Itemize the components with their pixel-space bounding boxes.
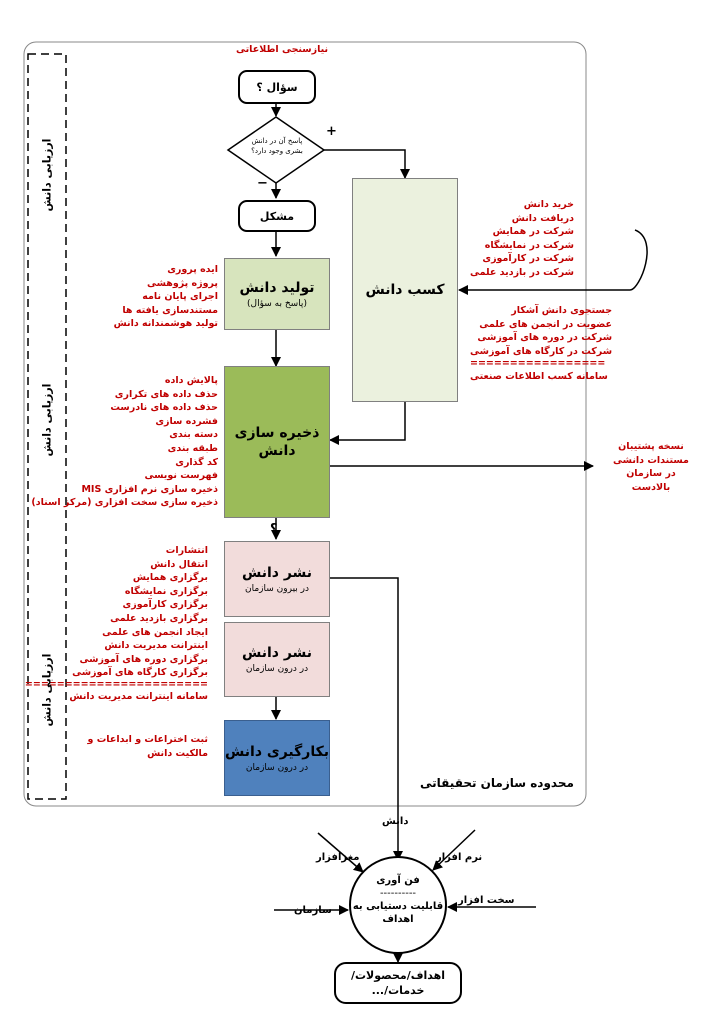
hardware-label: سخت افزار bbox=[458, 895, 515, 906]
label-line: دسته بندی bbox=[169, 429, 218, 441]
label-line: برگزاری همایش bbox=[132, 572, 208, 584]
label-line: ایده پروری bbox=[167, 264, 218, 275]
evaluation-label-bottom: ارزیابی دانش bbox=[40, 653, 54, 727]
application-activities: ثبت اختراعات و ابداعات و مالکیت دانش bbox=[88, 733, 208, 760]
label-line: حذف داده های نادرست bbox=[110, 402, 218, 414]
label-line: شرکت در نمایشگاه bbox=[484, 239, 574, 251]
brainware-label: مغزافزار bbox=[316, 852, 360, 863]
label-line: شرکت در دوره های آموزشی bbox=[477, 332, 613, 344]
software-label: نرم افزار bbox=[436, 852, 483, 863]
production-title: تولید دانش bbox=[239, 279, 315, 296]
label-line: برگزاری کارآموزی bbox=[122, 599, 208, 611]
label-line: پروژه پژوهشی bbox=[146, 277, 218, 289]
publish-external-subtitle: در بیرون سازمان bbox=[244, 583, 310, 594]
knowledge-input-label: دانش bbox=[382, 816, 409, 827]
knowledge-production-box: تولید دانش (پاسخ به سؤال) bbox=[224, 258, 330, 330]
organization-boundary bbox=[23, 41, 587, 807]
label-line: دریافت دانش bbox=[511, 212, 574, 224]
label-line: ذخیره سازی سخت افزاری (مرکز اسناد) bbox=[31, 497, 218, 509]
evaluation-label-top: ارزیابی دانش bbox=[40, 138, 54, 212]
acquisition-activities-2: جستجوی دانش آشکار عضویت در انجمن های علمی… bbox=[470, 304, 612, 358]
label-line: حذف داده های تکراری bbox=[114, 388, 218, 400]
question-node: سؤال ؟ bbox=[238, 70, 316, 104]
knowledge-storage-box: ذخیره سازی دانش bbox=[224, 366, 330, 518]
publish-external-title: نشر دانش bbox=[241, 564, 313, 581]
technology-dashes: ---------- bbox=[379, 888, 417, 899]
label-line: انتقال دانش bbox=[150, 558, 208, 570]
goals-line-1: اهداف/محصولات/ bbox=[350, 969, 446, 982]
storage-title-2: دانش bbox=[258, 443, 296, 459]
storage-activities: پالایش داده حذف داده های تکراری حذف داده ه… bbox=[31, 374, 218, 510]
publish-system-label: سامانه اینترانت مدیریت دانش bbox=[69, 691, 208, 702]
label-line: شرکت در کارگاه های آموزشی bbox=[470, 345, 613, 357]
evaluation-label-middle: ارزیابی دانش bbox=[40, 383, 54, 457]
label-line: جستجوی دانش آشکار bbox=[511, 305, 613, 316]
label-line: عضویت در انجمن های علمی bbox=[479, 318, 613, 330]
problem-node: مشکل bbox=[238, 200, 316, 232]
acquisition-divider: ================= bbox=[470, 358, 606, 369]
label-line: ذخیره سازی نرم افزاری MIS bbox=[81, 483, 218, 495]
storage-title-1: ذخیره سازی bbox=[234, 425, 320, 441]
decision-line-2: بشری وجود دارد؟ bbox=[251, 147, 303, 155]
application-title: بکارگیری دانش bbox=[224, 743, 329, 760]
label-line: برگزاری کارگاه های آموزشی bbox=[72, 667, 208, 679]
label-line: برگزاری نمایشگاه bbox=[124, 585, 208, 597]
label-line: فهرست نویسی bbox=[144, 470, 218, 482]
application-subtitle: در درون سازمان bbox=[245, 762, 309, 773]
label-line: نسخه پشتیبان bbox=[618, 441, 684, 452]
label-line: اینترانت مدیریت دانش bbox=[104, 640, 208, 652]
label-line: پالایش داده bbox=[164, 375, 218, 386]
acquisition-title: کسب دانش bbox=[365, 282, 445, 298]
acquisition-system-label: سامانه کسب اطلاعات صنعتی bbox=[470, 371, 608, 382]
publish-internal-title: نشر دانش bbox=[241, 645, 313, 661]
plus-sign: + bbox=[326, 124, 337, 139]
label-line: خرید دانش bbox=[523, 199, 574, 210]
production-subtitle: (پاسخ به سؤال) bbox=[247, 298, 307, 309]
label-line: تولید هوشمندانه دانش bbox=[113, 318, 218, 330]
decision-line-1: پاسخ آن در دانش bbox=[251, 137, 303, 145]
label-line: ایجاد انجمن های علمی bbox=[102, 626, 208, 638]
publish-divider: ======================= bbox=[24, 679, 208, 690]
needs-assessment-label: نیازسنجی اطلاعاتی bbox=[236, 44, 329, 55]
publish-internal-box: نشر دانش در درون سازمان bbox=[224, 622, 330, 697]
publish-internal-subtitle: در درون سازمان bbox=[245, 664, 309, 674]
label-line: برگزاری دوره های آموزشی bbox=[79, 653, 208, 665]
technology-line-1: قابلیت دستیابی به bbox=[352, 901, 444, 912]
evaluation-strip bbox=[27, 53, 67, 800]
label-line: شرکت در همایش bbox=[492, 226, 574, 238]
label-line: کد گذاری bbox=[175, 456, 218, 468]
decision-text: پاسخ آن در دانش بشری وجود دارد؟ bbox=[241, 136, 313, 156]
label-line: در سازمان bbox=[626, 468, 676, 480]
label-line: شرکت در کارآموزی bbox=[482, 253, 574, 265]
label-line: فشرده سازی bbox=[155, 415, 218, 427]
label-line: انتشارات bbox=[165, 545, 208, 556]
orgware-label: سازمان bbox=[294, 905, 332, 916]
technology-center-text: فن آوری ---------- قابلیت دستیابی به اهد… bbox=[352, 874, 444, 926]
technology-line-2: اهداف bbox=[382, 914, 414, 925]
goals-node: اهداف/محصولات/ خدمات/... bbox=[334, 962, 462, 1004]
label-line: ثبت اختراعات و ابداعات و bbox=[87, 734, 208, 745]
goals-line-2: خدمات/... bbox=[371, 984, 425, 997]
label-line: برگزاری بازدید علمی bbox=[110, 612, 208, 624]
label-line: بالادست bbox=[631, 481, 671, 493]
technology-title: فن آوری bbox=[376, 875, 420, 886]
label-line: مستندات دانشی bbox=[613, 454, 689, 466]
label-line: مستندسازی یافته ها bbox=[122, 304, 218, 316]
label-line: مالکیت دانش bbox=[147, 747, 208, 759]
label-line: طبقه بندی bbox=[167, 442, 218, 454]
label-line: اجرای پایان نامه bbox=[142, 291, 218, 303]
knowledge-application-box: بکارگیری دانش در درون سازمان bbox=[224, 720, 330, 796]
minus-sign: − bbox=[257, 176, 268, 191]
storage-question-mark: ؟ bbox=[270, 522, 278, 537]
label-line: شرکت در بازدید علمی bbox=[470, 266, 574, 278]
publish-external-box: نشر دانش در بیرون سازمان bbox=[224, 541, 330, 617]
knowledge-acquisition-box: کسب دانش bbox=[352, 178, 458, 402]
boundary-caption: محدوده سازمان تحقیقاتی bbox=[420, 776, 574, 790]
